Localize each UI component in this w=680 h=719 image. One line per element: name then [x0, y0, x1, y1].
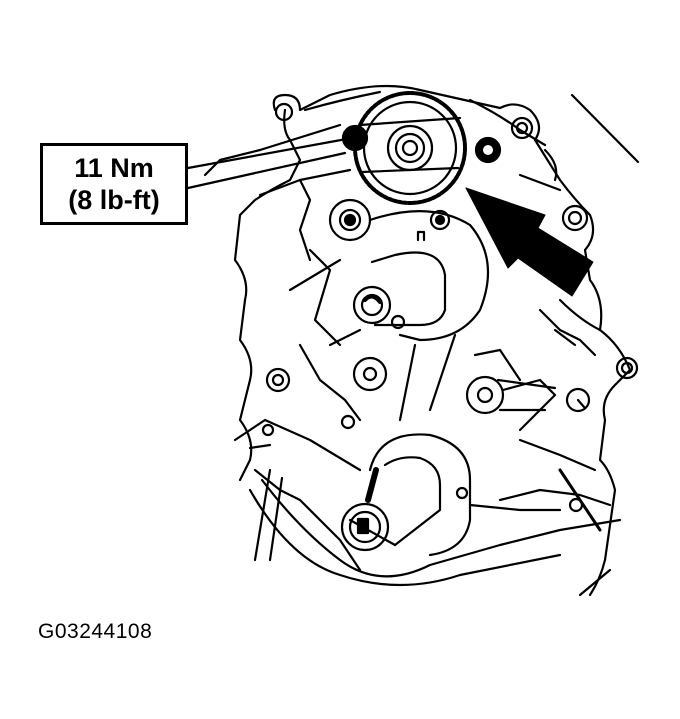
oil-pump-gear [353, 91, 467, 205]
lower-housing-lines [233, 418, 622, 597]
crankshaft-seal-area [340, 433, 472, 557]
torque-metric-label: 11 Nm [74, 153, 154, 183]
pointer-arrow [465, 187, 594, 297]
torque-imperial-label: (8 lb-ft) [68, 185, 160, 215]
gear-bolts [341, 124, 502, 164]
torque-callout: 11 Nm (8 lb-ft) [40, 143, 188, 225]
mid-cover-details [265, 298, 602, 472]
housing-outline [203, 84, 640, 597]
camshaft-seal-area [288, 198, 490, 347]
callout-leader-lines [186, 136, 354, 190]
figure-id-label: G03244108 [38, 620, 153, 643]
